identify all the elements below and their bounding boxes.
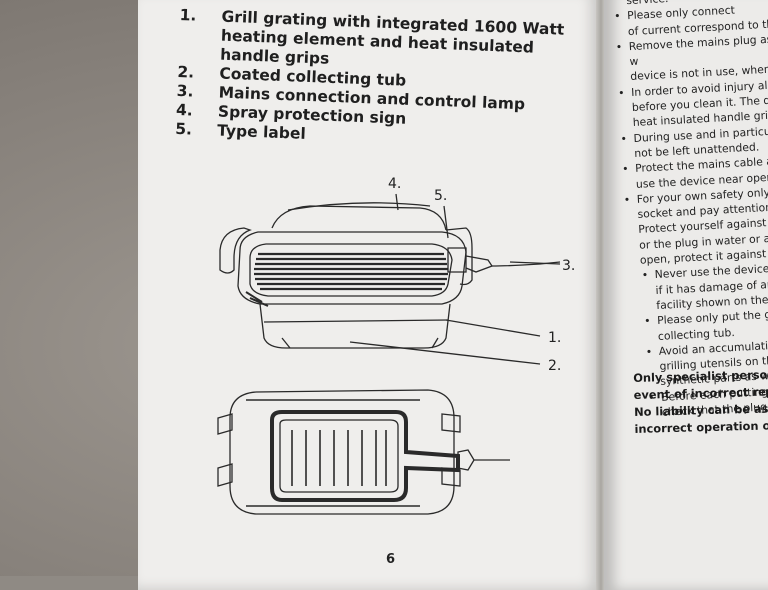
control-lamp-top-view xyxy=(457,449,475,471)
right-handle-top-view xyxy=(441,413,461,487)
notice-line: incorrect operation or xyxy=(634,418,768,436)
mains-connection xyxy=(447,247,467,273)
grill-illustration: 4. 5. 3. 1. 2. xyxy=(217,176,575,515)
page-number: 6 xyxy=(386,552,396,567)
grill-slots-top-view xyxy=(246,399,420,507)
figure-label-4: 4. xyxy=(388,176,401,192)
left-handle-grip xyxy=(219,227,252,274)
left-handle-top-view xyxy=(217,413,233,487)
figure-label-3: 3. xyxy=(562,258,575,274)
leader-line-5 xyxy=(443,205,449,239)
leader-line-1 xyxy=(445,319,541,337)
item-number: 2. xyxy=(177,62,195,82)
grill-vent-slots xyxy=(245,291,269,307)
grill-grating-bars xyxy=(254,252,448,291)
item-number: 4. xyxy=(175,100,194,120)
plug-connector xyxy=(465,255,493,273)
collecting-tub xyxy=(259,303,451,349)
collecting-tub-rim xyxy=(263,319,449,323)
item-number: 1. xyxy=(179,6,197,25)
leader-line-2 xyxy=(349,341,541,365)
power-cable xyxy=(491,261,561,267)
right-handle-grip xyxy=(445,227,473,286)
grill-top-view-outline xyxy=(229,389,455,515)
liability-notice: Only specialist personne event of incorr… xyxy=(633,366,768,438)
grill-grating-outline xyxy=(237,231,467,305)
item-number: 5. xyxy=(174,119,193,139)
spray-guard-top xyxy=(271,205,447,231)
leader-line-3 xyxy=(509,261,561,265)
tub-feet xyxy=(281,337,439,349)
figure-label-5: 5. xyxy=(434,188,447,204)
parts-list: 1. Grill grating with integrated 1600 Wa… xyxy=(175,6,580,154)
heating-element xyxy=(270,410,460,502)
grill-grating-inner xyxy=(249,243,453,297)
heating-element-inner xyxy=(279,419,399,493)
leader-line-4 xyxy=(395,193,399,211)
book-gutter xyxy=(596,0,606,590)
item-number: 3. xyxy=(176,81,194,101)
figure-label-2: 2. xyxy=(548,358,561,374)
figure-label-1: 1. xyxy=(548,330,561,346)
spray-guard-outline xyxy=(287,202,431,211)
